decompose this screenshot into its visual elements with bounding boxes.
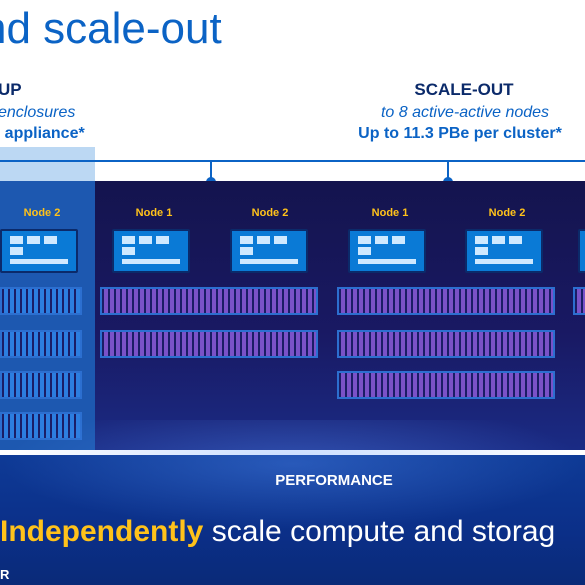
node-controller-icon: [112, 229, 190, 273]
drive-enclosure: [0, 330, 82, 358]
node-label: Node 1: [371, 207, 409, 219]
drive-enclosure: [100, 330, 318, 358]
node-controller-icon: [230, 229, 308, 273]
scale-out-line2: Up to 11.3 PBe per cluster*: [358, 125, 562, 142]
node-controller-icon: [348, 229, 426, 273]
cluster-panel: [0, 181, 585, 456]
tagline-rest: scale compute and storag: [203, 515, 556, 548]
scale-up-line1: enclosures: [0, 104, 76, 121]
tagline-emphasis: Independently: [0, 515, 204, 548]
performance-label: PERFORMANCE: [275, 472, 393, 489]
scale-out-line1: to 8 active-active nodes: [380, 104, 550, 121]
scale-out-heading: SCALE-OUT: [414, 80, 514, 99]
node-label: Node 2: [488, 207, 526, 219]
drive-enclosure: [337, 287, 555, 315]
scale-up-heading: UP: [0, 80, 22, 99]
footer-letter: R: [0, 567, 10, 582]
cluster-connector-line: [0, 160, 585, 162]
node-controller-icon: [465, 229, 543, 273]
node-label: Node 2: [23, 207, 61, 219]
drive-enclosure: [0, 371, 82, 399]
background-glow: [0, 420, 585, 530]
drive-enclosure: [573, 287, 585, 315]
drive-enclosure: [337, 371, 555, 399]
connector-stem: [210, 160, 212, 182]
node-controller-icon: [578, 229, 585, 273]
drive-enclosure: [100, 287, 318, 315]
drive-enclosure: [0, 412, 82, 440]
tagline: Independently scale compute and storag: [0, 515, 555, 549]
scale-up-line2: r appliance*: [0, 125, 85, 142]
node-controller-icon: [0, 229, 78, 273]
page-title: nd scale-out: [0, 4, 222, 53]
performance-band: [0, 455, 585, 585]
connector-stem: [447, 160, 449, 182]
drive-enclosure: [0, 287, 82, 315]
drive-enclosure: [337, 330, 555, 358]
scale-up-panel-highlight: [0, 181, 95, 456]
node-label: Node 2: [251, 207, 289, 219]
divider: [0, 450, 585, 455]
scale-up-highlight: [0, 147, 95, 182]
node-label: Node 1: [135, 207, 173, 219]
